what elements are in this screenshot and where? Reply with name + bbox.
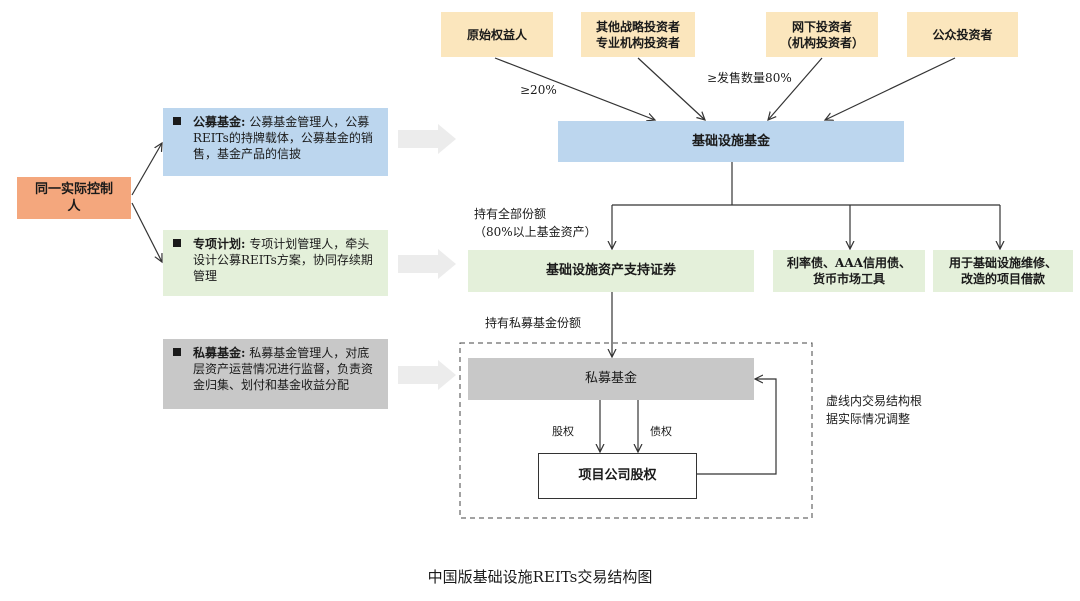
- node-loans: 用于基础设施维修、 改造的项目借款: [933, 250, 1073, 292]
- node-controller: 同一实际控制人: [17, 177, 131, 219]
- role-term: 公募基金:: [193, 115, 246, 129]
- bullet-square: [173, 348, 181, 356]
- note-dashed-area: 虚线内交易结构根 据实际情况调整: [826, 394, 923, 426]
- bullet-square: [173, 239, 181, 247]
- block-arrow-3: [398, 360, 456, 390]
- arrow-ctrl-to-special: [131, 202, 162, 262]
- node-infra-fund: 基础设施基金: [558, 121, 904, 162]
- block-arrow-1: [398, 124, 456, 154]
- node-private-fund: 私募基金: [468, 358, 754, 400]
- label-hold-all: 持有全部份额 （80%以上基金资产）: [474, 207, 597, 239]
- node-project-equity: 项目公司股权: [538, 453, 697, 499]
- arrow-strategic-to-fund: [637, 57, 705, 120]
- label-hold-private: 持有私募基金份额: [485, 316, 582, 330]
- role-public-fund: 公募基金: 公募基金管理人，公募REITs的持牌载体，公募基金的销售，基金产品的…: [163, 108, 388, 176]
- role-term: 私募基金:: [193, 346, 246, 360]
- role-private-fund: 私募基金: 私募基金管理人，对底层资产运营情况进行监督，负责资金归集、划付和基金…: [163, 339, 388, 409]
- role-text: 专项计划管理人，牵头设计公募REITs方案，协同存续期管理: [193, 237, 373, 283]
- label-original-share: ≥20%: [520, 83, 557, 97]
- node-abs: 基础设施资产支持证券: [468, 250, 754, 292]
- investor-public: 公众投资者: [907, 12, 1018, 57]
- role-term: 专项计划:: [193, 237, 246, 251]
- role-special-plan: 专项计划: 专项计划管理人，牵头设计公募REITs方案，协同存续期管理: [163, 230, 388, 296]
- role-text: 公募基金管理人，公募REITs的持牌载体，公募基金的销售，基金产品的信披: [193, 115, 373, 161]
- diagram-caption: 中国版基础设施REITs交易结构图: [427, 568, 653, 586]
- arrow-public-to-fund: [825, 57, 956, 120]
- arrow-offline-to-fund: [768, 57, 823, 120]
- label-debt: 债权: [650, 425, 672, 438]
- role-text: 私募基金管理人，对底层资产运营情况进行监督，负责资金归集、划付和基金收益分配: [193, 346, 374, 392]
- node-bonds: 利率债、AAA信用债、 货币市场工具: [773, 250, 925, 292]
- block-arrow-2: [398, 249, 456, 279]
- dashed-boundary: [459, 342, 813, 519]
- investor-original-owner: 原始权益人: [441, 12, 553, 57]
- arrow-original-to-fund: [494, 57, 655, 120]
- arrow-ctrl-to-public: [131, 143, 162, 196]
- label-offline-share: ≥发售数量80%: [707, 71, 792, 85]
- investor-offline: 网下投资者 （机构投资者）: [766, 12, 878, 57]
- bullet-square: [173, 117, 181, 125]
- investor-strategic: 其他战略投资者 专业机构投资者: [581, 12, 695, 57]
- arrow-feedback: [697, 379, 777, 475]
- label-equity: 股权: [552, 425, 574, 438]
